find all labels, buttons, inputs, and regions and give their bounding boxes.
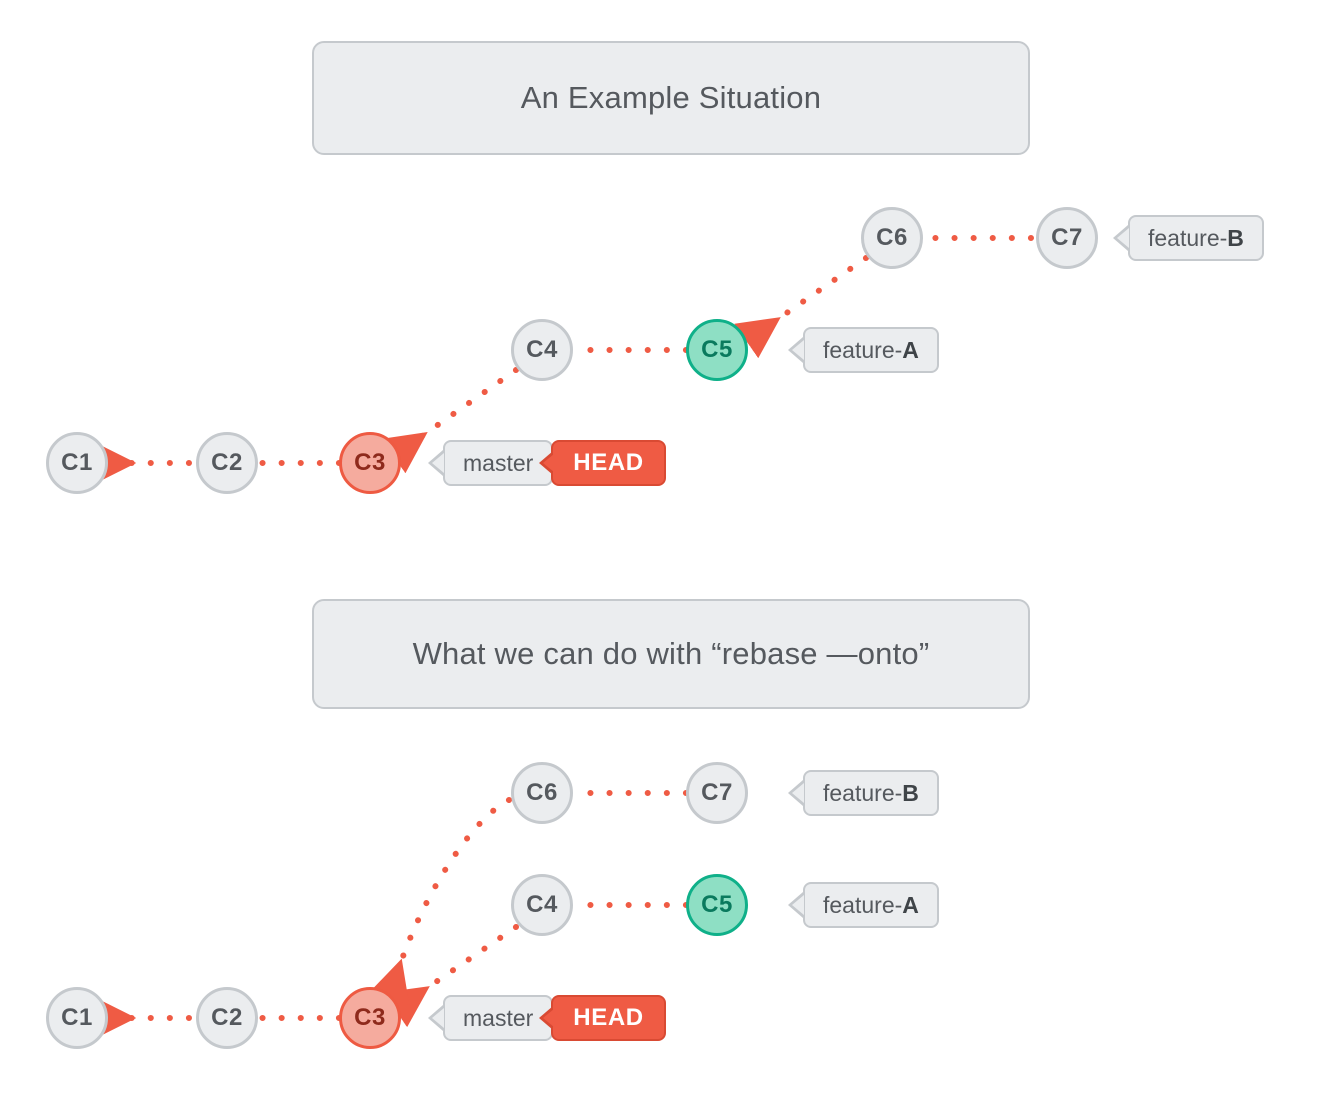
commit-label: C5 [701,336,733,363]
diagram-title-banner-1: An Example Situation [312,41,1030,155]
commit-label: C1 [61,449,93,476]
edge-c6-c3-bottom [369,797,512,1006]
commit-node-c2-top[interactable]: C2 [196,432,258,494]
head-label: HEAD [573,449,644,476]
ref-tag-master-bottom[interactable]: master HEAD [428,995,666,1041]
ref-tag-feature-a-top[interactable]: feature-A [788,327,939,373]
commit-label: C2 [211,1004,243,1031]
ref-tag-feature-b-top[interactable]: feature-B [1113,215,1264,261]
commit-node-c5-bottom[interactable]: C5 [686,874,748,936]
commit-node-c3-top[interactable]: C3 [339,432,401,494]
commit-node-c6-top[interactable]: C6 [861,207,923,269]
edge-c4-c3-bottom [383,924,519,1028]
commit-node-c1-bottom[interactable]: C1 [46,987,108,1049]
ref-tag-text: feature- [823,336,903,363]
ref-tag-label: feature-A [803,327,939,373]
ref-tag-feature-b-bottom[interactable]: feature-B [788,770,939,816]
ref-tag-text-bold: B [1227,224,1244,251]
tag-notch-icon [428,450,444,476]
commit-label: C3 [354,1004,386,1031]
ref-tag-text: feature- [823,779,903,806]
tag-notch-icon [788,892,804,918]
commit-label: C7 [1051,224,1083,251]
commit-label: C7 [701,779,733,806]
commit-node-c5-top[interactable]: C5 [686,319,748,381]
ref-tag-text: master [463,1004,534,1031]
commit-label: C4 [526,891,558,918]
ref-tag-text-bold: A [902,891,919,918]
ref-tag-label: master [443,440,554,486]
tag-notch-icon [788,780,804,806]
commit-label: C4 [526,336,558,363]
commit-node-c7-bottom[interactable]: C7 [686,762,748,824]
head-notch-icon [539,1006,555,1030]
head-label: HEAD [573,1004,644,1031]
ref-tag-text-bold: B [902,779,919,806]
commit-label: C5 [701,891,733,918]
commit-label: C6 [876,224,908,251]
ref-tag-text: feature- [823,891,903,918]
commit-node-c4-top[interactable]: C4 [511,319,573,381]
commit-label: C3 [354,449,386,476]
head-badge-top[interactable]: HEAD [539,440,666,486]
tag-notch-icon [788,337,804,363]
ref-tag-label: feature-B [803,770,939,816]
ref-tag-feature-a-bottom[interactable]: feature-A [788,882,939,928]
commit-node-c6-bottom[interactable]: C6 [511,762,573,824]
diagram-title-banner-2: What we can do with “rebase —onto” [312,599,1030,709]
ref-tag-master-top[interactable]: master HEAD [428,440,666,486]
ref-tag-text-bold: A [902,336,919,363]
head-notch-icon [539,451,555,475]
commit-node-c2-bottom[interactable]: C2 [196,987,258,1049]
commit-node-c7-top[interactable]: C7 [1036,207,1098,269]
tag-notch-icon [428,1005,444,1031]
commit-node-c4-bottom[interactable]: C4 [511,874,573,936]
ref-tag-label: master [443,995,554,1041]
commit-label: C6 [526,779,558,806]
edge-c6-c5-top [734,255,869,359]
commit-label: C1 [61,1004,93,1031]
ref-tag-text: master [463,449,534,476]
head-badge-bottom[interactable]: HEAD [539,995,666,1041]
ref-tag-label: feature-A [803,882,939,928]
edge-c4-c3-top [381,367,519,474]
commit-node-c3-bottom[interactable]: C3 [339,987,401,1049]
ref-tag-text: feature- [1148,224,1228,251]
commit-label: C2 [211,449,243,476]
tag-notch-icon [1113,225,1129,251]
commit-node-c1-top[interactable]: C1 [46,432,108,494]
ref-tag-label: feature-B [1128,215,1264,261]
